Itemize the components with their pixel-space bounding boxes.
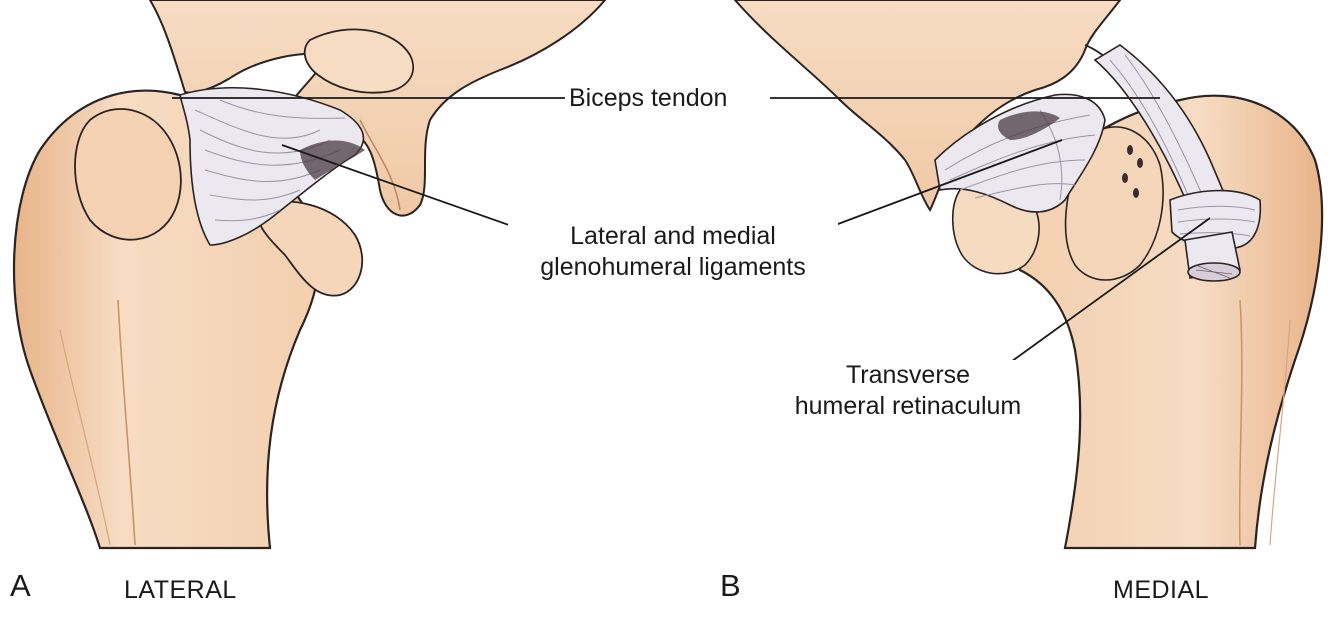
glenohumeral-label-line2: glenohumeral ligaments bbox=[540, 253, 806, 281]
panel-a-letter: A bbox=[10, 568, 31, 603]
medial-label: MEDIAL bbox=[1113, 576, 1210, 604]
panel-b-letter: B bbox=[720, 568, 741, 603]
glenohumeral-leader-right bbox=[805, 139, 1063, 237]
retinaculum-leader bbox=[989, 217, 1211, 378]
leader-lines bbox=[172, 97, 1211, 378]
ligaments-medial bbox=[934, 93, 1106, 213]
biceps-tendon-label: Biceps tendon bbox=[565, 83, 732, 114]
glenohumeral-leader-left bbox=[281, 144, 541, 237]
transverse-retinaculum-label: Transverse humeral retinaculum bbox=[765, 360, 1051, 422]
lateral-label: LATERAL bbox=[124, 576, 237, 604]
glenohumeral-ligaments-label: Lateral and medial glenohumeral ligament… bbox=[508, 221, 838, 283]
glenohumeral-label-line1: Lateral and medial bbox=[570, 222, 776, 250]
retinaculum-label-line2: humeral retinaculum bbox=[794, 392, 1022, 420]
ligaments-lateral bbox=[179, 87, 365, 246]
retinaculum-label-line1: Transverse bbox=[845, 361, 971, 389]
biceps-tendon-medial bbox=[1093, 44, 1262, 282]
